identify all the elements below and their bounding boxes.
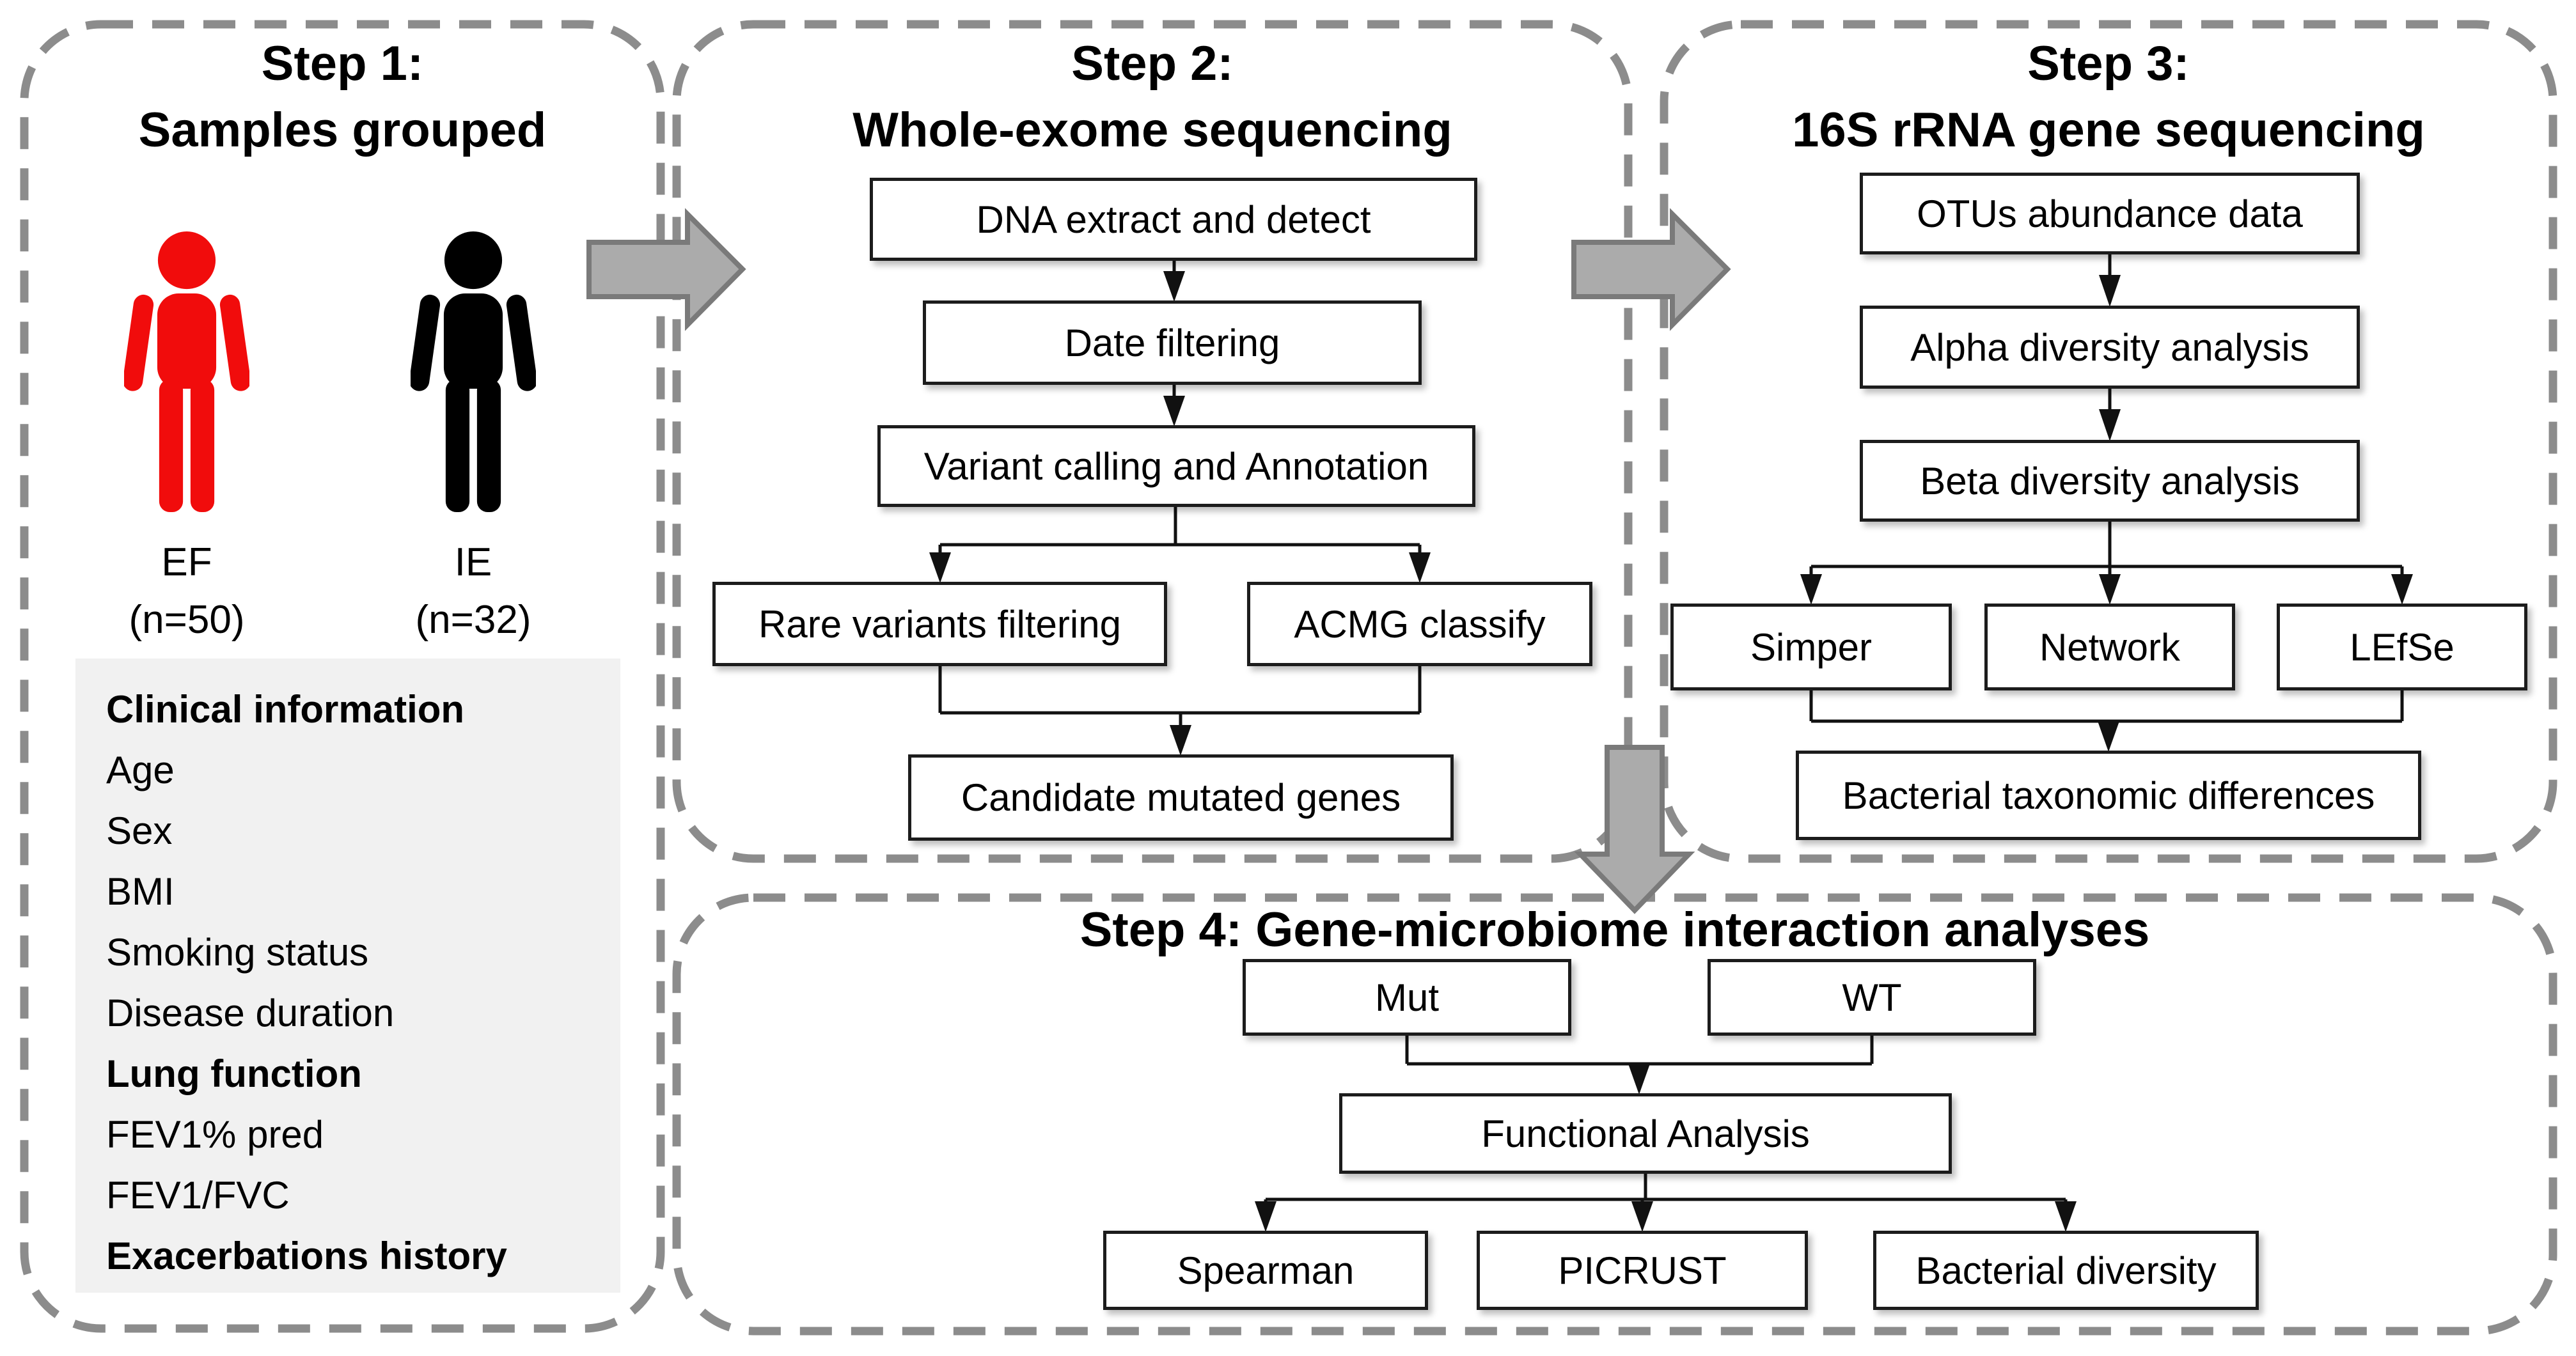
box-bacterial-taxonomic-differences: Bacterial taxonomic differences: [1796, 751, 2421, 840]
box-date-filtering: Date filtering: [923, 300, 1422, 385]
clinical-info-line-bmi: BMI: [106, 870, 175, 913]
step3-connectors: [1800, 254, 2413, 752]
arrow-down-to-step4-icon: [1574, 745, 1695, 914]
box-dna-extract-and-detect: DNA extract and detect: [870, 178, 1477, 261]
step2-title: Step 2: Whole-exome sequencing: [677, 31, 1628, 164]
box-network: Network: [1984, 604, 2235, 690]
box-picrust: PICRUST: [1477, 1231, 1808, 1310]
box-mut: Mut: [1243, 959, 1571, 1036]
person-icon-ie: [411, 231, 536, 513]
box-acmg-classify: ACMG classify: [1247, 582, 1592, 666]
box-alpha-diversity-analysis: Alpha diversity analysis: [1860, 306, 2360, 389]
box-variant-calling-annotation: Variant calling and Annotation: [877, 425, 1475, 507]
clinical-info-panel: Clinical information Age Sex BMI Smoking…: [75, 659, 620, 1293]
clinical-info-header-exacerbations: Exacerbations history: [106, 1235, 507, 1277]
step1-title-line2: Samples grouped: [138, 103, 547, 157]
clinical-info-line-duration: Disease duration: [106, 992, 395, 1034]
box-lefse: LEfSe: [2277, 604, 2527, 690]
step3-panel-border: [1660, 20, 2557, 863]
step1-title-line1: Step 1:: [261, 36, 424, 91]
step3-title-line2: 16S rRNA gene sequencing: [1792, 103, 2425, 157]
arrow-step2-to-step3-icon: [1571, 208, 1731, 331]
step4-title: Step 4: Gene-microbiome interaction anal…: [1080, 903, 2150, 957]
box-rare-variants-filtering: Rare variants filtering: [712, 582, 1167, 666]
box-bacterial-diversity: Bacterial diversity: [1873, 1231, 2259, 1310]
box-simper: Simper: [1670, 604, 1952, 690]
step2-connectors: [929, 261, 1431, 756]
clinical-info-line-fev1fvc: FEV1/FVC: [106, 1174, 290, 1217]
step3-title: Step 3: 16S rRNA gene sequencing: [1664, 31, 2553, 164]
step2-title-line2: Whole-exome sequencing: [852, 103, 1452, 157]
step4-connectors: [1255, 1036, 2077, 1232]
box-functional-analysis: Functional Analysis: [1339, 1093, 1952, 1174]
clinical-info-line-sex: Sex: [106, 809, 173, 852]
arrow-step1-to-step2-icon: [586, 208, 746, 331]
clinical-info-header: Clinical information: [106, 688, 465, 731]
step1-title: Step 1: Samples grouped: [24, 31, 661, 164]
group-count-ie: (n=32): [415, 598, 531, 642]
box-candidate-mutated-genes: Candidate mutated genes: [908, 754, 1454, 841]
box-beta-diversity-analysis: Beta diversity analysis: [1860, 440, 2360, 522]
step1-panel-border: [20, 20, 665, 1333]
group-label-ie: IE: [454, 540, 492, 584]
step2-title-line1: Step 2:: [1071, 36, 1234, 91]
clinical-info-line-smoking: Smoking status: [106, 931, 369, 974]
box-otus-abundance-data: OTUs abundance data: [1860, 173, 2360, 254]
box-wt: WT: [1708, 959, 2036, 1036]
step3-title-line1: Step 3:: [2027, 36, 2190, 91]
box-spearman: Spearman: [1103, 1231, 1428, 1310]
person-icon-ef: [124, 231, 249, 513]
clinical-info-line-fev1pred: FEV1% pred: [106, 1113, 324, 1156]
clinical-info-line-age: Age: [106, 749, 175, 791]
clinical-info-header-lung: Lung function: [106, 1052, 362, 1095]
group-label-ef: EF: [161, 540, 212, 584]
group-count-ef: (n=50): [129, 598, 245, 642]
step2-panel-border: [672, 20, 1633, 863]
